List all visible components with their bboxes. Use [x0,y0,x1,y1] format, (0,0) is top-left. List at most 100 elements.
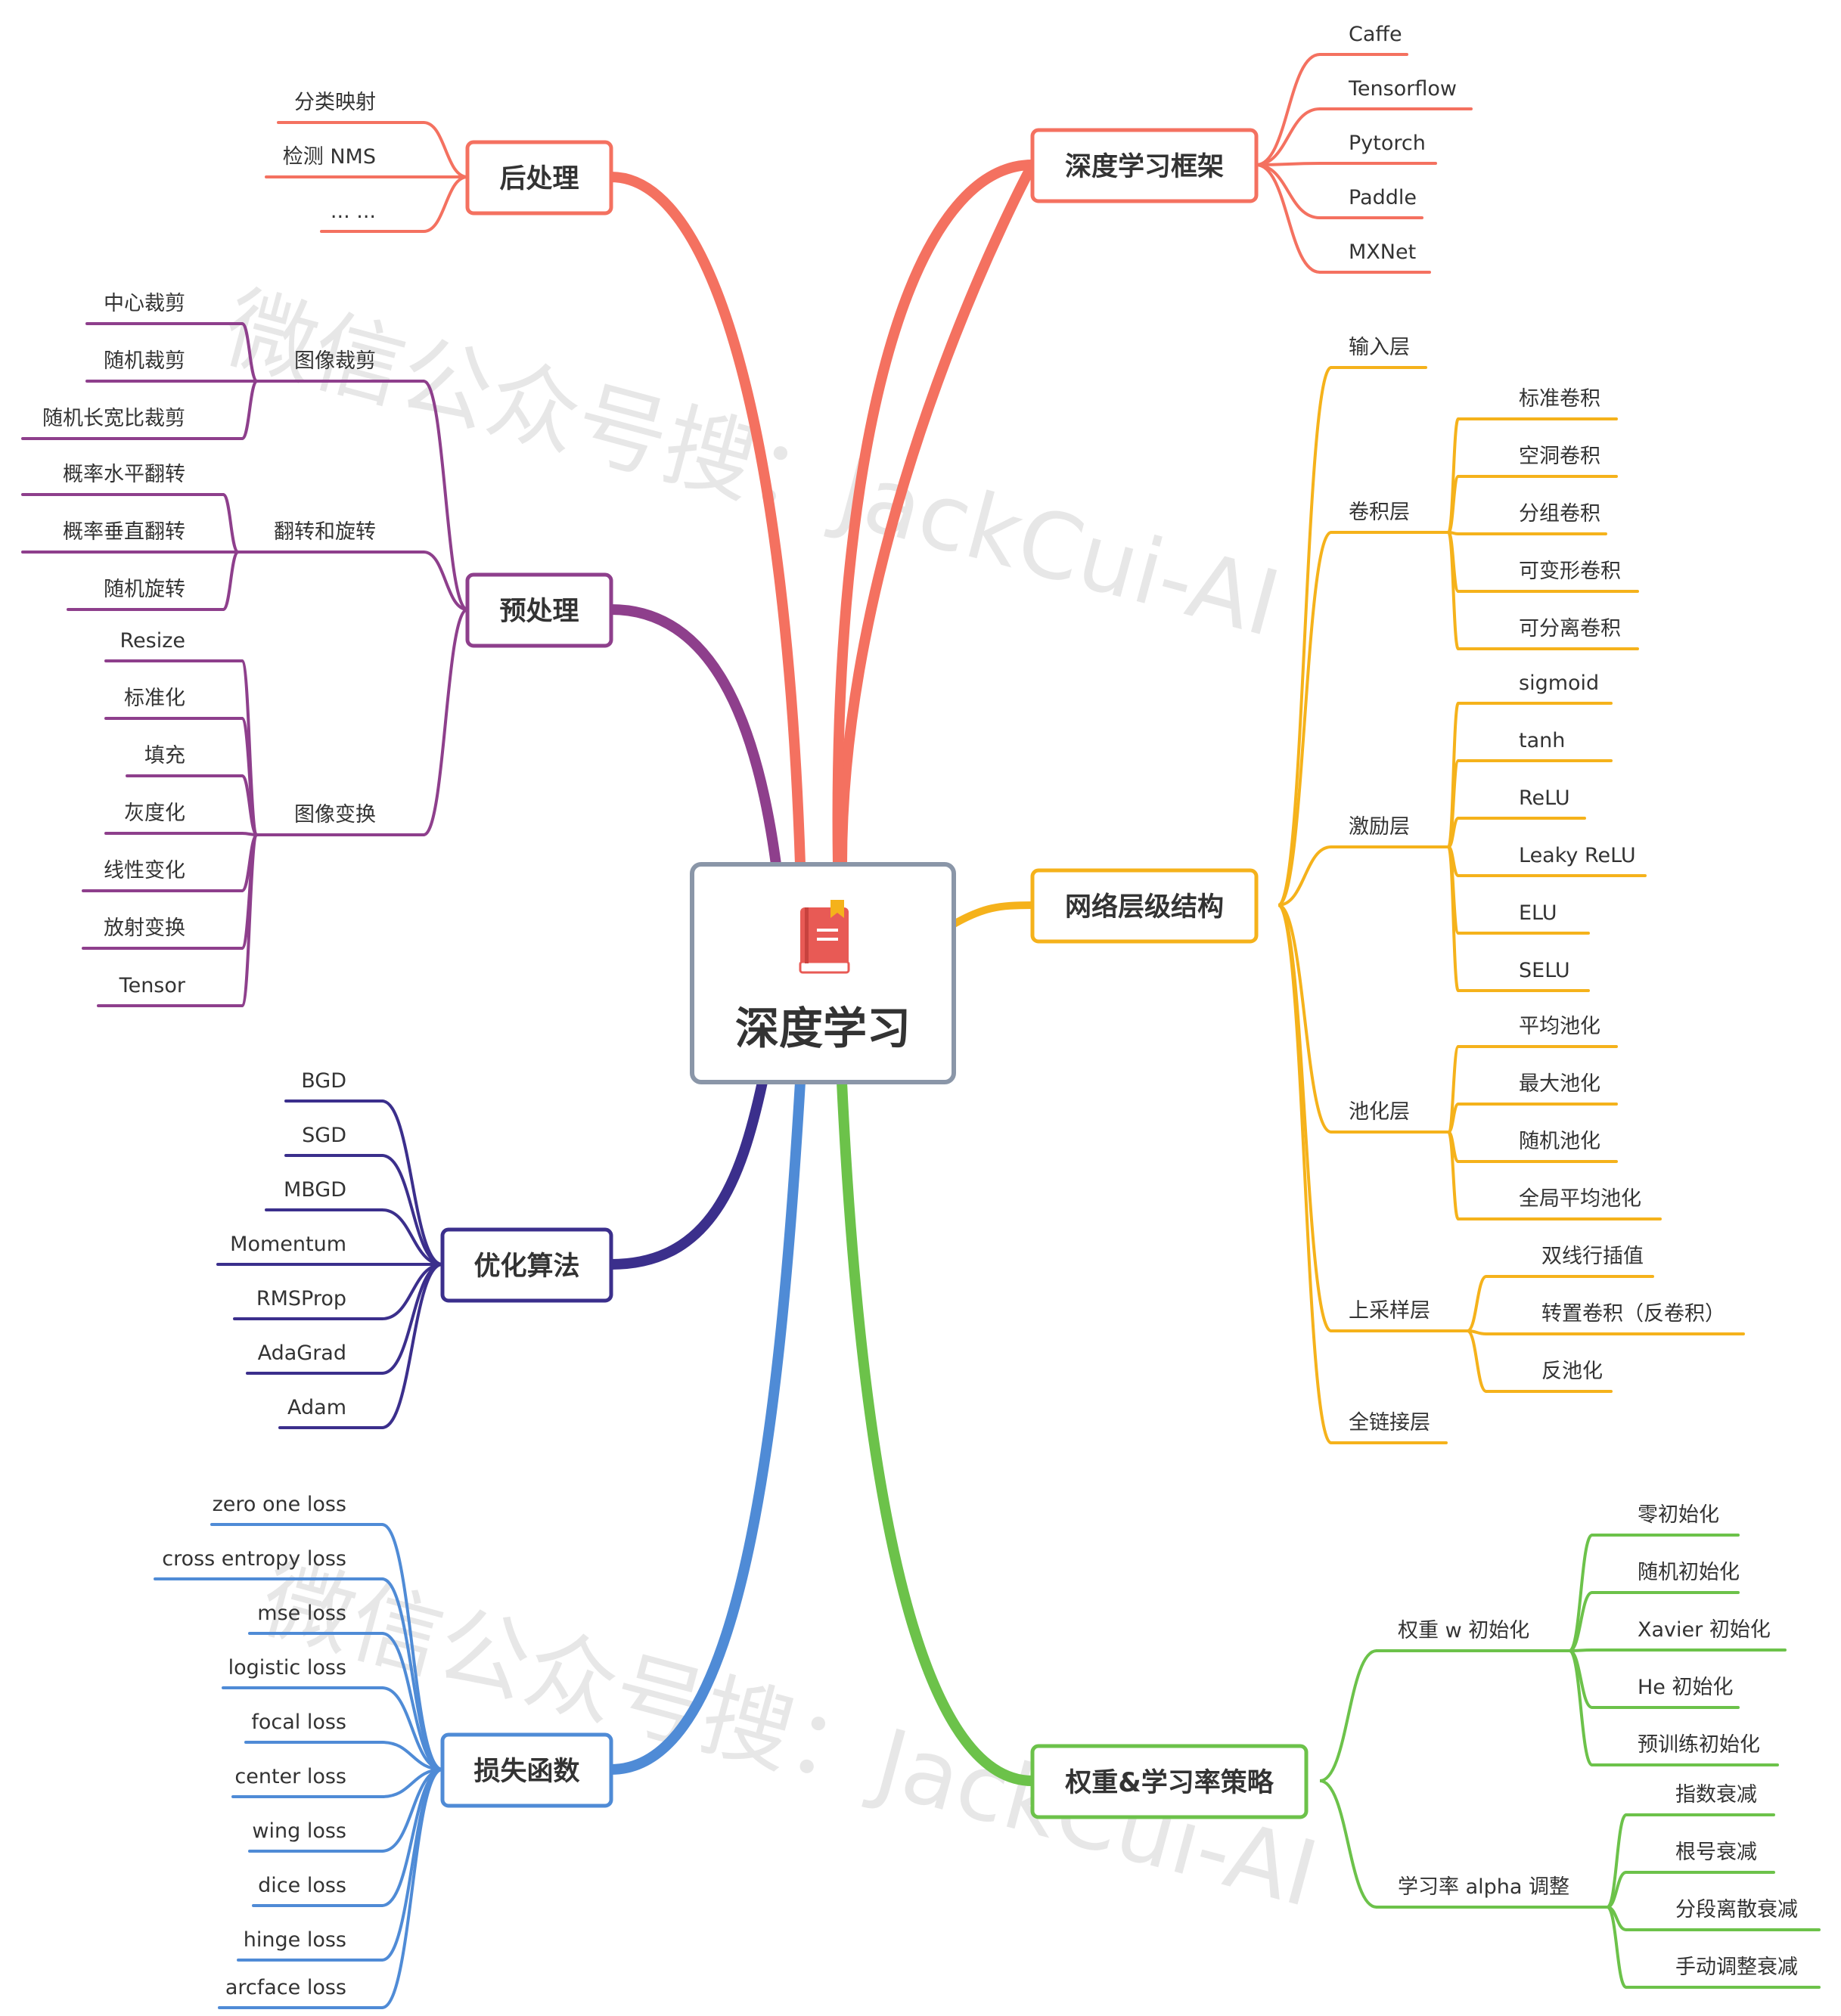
network-group-1-item-4[interactable]: 可分离卷积 [1457,617,1639,650]
preprocess-group-0-item-1[interactable]: 随机裁剪 [85,349,244,383]
network-group-2-item-5-label: SELU [1519,959,1570,982]
optimizer-item-5[interactable]: AdaGrad [246,1341,383,1375]
weights-group-1-item-1[interactable]: 根号衰减 [1625,1841,1775,1874]
weights-group-0-item-4[interactable]: 预训练初始化 [1591,1733,1779,1766]
branch-preprocess[interactable]: 预处理 [465,572,613,648]
weights-group-0-item-0[interactable]: 零初始化 [1591,1503,1740,1537]
loss-item-2[interactable]: mse loss [248,1602,383,1635]
preprocess-group-2-item-1[interactable]: 标准化 [104,687,244,720]
weights-group-0[interactable]: 权重 w 初始化 [1375,1619,1571,1652]
network-group-3-item-2[interactable]: 随机池化 [1457,1130,1618,1163]
network-group-2-item-1[interactable]: tanh [1457,729,1613,762]
optimizer-item-4[interactable]: RMSProp [233,1287,383,1320]
network-group-3-item-0[interactable]: 平均池化 [1457,1015,1618,1048]
network-group-2-item-2[interactable]: ReLU [1457,786,1586,820]
preprocess-group-0-label: 图像裁剪 [294,349,376,373]
preprocess-group-2-item-6[interactable]: Tensor [97,974,244,1007]
preprocess-group-2[interactable]: 图像变换 [256,803,425,836]
network-group-1[interactable]: 卷积层 [1330,501,1450,534]
preprocess-group-2-item-0[interactable]: Resize [104,629,244,662]
network-group-1-item-0[interactable]: 标准卷积 [1457,387,1618,420]
preprocess-group-0-item-0[interactable]: 中心裁剪 [85,292,244,325]
network-group-3-item-1-label: 最大池化 [1519,1072,1600,1096]
preprocess-group-2-label: 图像变换 [294,803,376,827]
preprocess-group-2-item-6-label: Tensor [119,974,186,997]
network-group-2-item-4[interactable]: ELU [1457,901,1590,935]
preprocess-group-2-item-4[interactable]: 线性变化 [82,859,244,892]
branch-postprocess[interactable]: 后处理 [465,140,613,216]
network-group-3-item-3-label: 全局平均池化 [1519,1187,1641,1211]
optimizer-item-2-label: MBGD [284,1178,346,1202]
network-group-2[interactable]: 激励层 [1330,815,1450,848]
weights-group-0-item-4-connector [1568,1649,1594,1766]
branch-network[interactable]: 网络层级结构 [1030,868,1259,944]
loss-item-0[interactable]: zero one loss [210,1493,383,1526]
network-group-2-item-3[interactable]: Leaky ReLU [1457,844,1647,877]
network-group-4-item-0[interactable]: 双线行插值 [1485,1245,1654,1278]
framework-item-1[interactable]: Tensorflow [1318,77,1473,110]
preprocess-group-2-item-3[interactable]: 灰度化 [104,802,244,835]
loss-item-8[interactable]: hinge loss [237,1928,383,1962]
framework-item-3[interactable]: Paddle [1318,186,1423,219]
preprocess-group-1-item-1-label: 概率垂直翻转 [63,520,185,544]
branch-framework[interactable]: 深度学习框架 [1030,128,1259,203]
preprocess-group-0-item-2[interactable]: 随机长宽比裁剪 [21,407,244,440]
branch-weights[interactable]: 权重&学习率策略 [1030,1744,1309,1819]
network-group-1-item-1[interactable]: 空洞卷积 [1457,445,1618,478]
network-group-3-item-1[interactable]: 最大池化 [1457,1072,1618,1106]
weights-group-1-item-2[interactable]: 分段离散衰减 [1625,1898,1821,1931]
preprocess-group-2-item-5[interactable]: 放射变换 [82,917,244,950]
preprocess-group-1-item-2[interactable]: 随机旋转 [67,578,225,611]
loss-item-9-connector [381,1768,443,2009]
postprocess-item-0-label: 分类映射 [294,91,376,114]
loss-item-7[interactable]: dice loss [252,1874,383,1907]
framework-item-4[interactable]: MXNet [1318,240,1431,274]
network-group-4-item-2[interactable]: 反池化 [1485,1360,1613,1393]
preprocess-group-2-item-2[interactable]: 填充 [126,744,244,777]
network-group-1-connector [1278,531,1332,907]
network-group-2-label: 激励层 [1349,815,1410,839]
optimizer-item-1[interactable]: SGD [284,1124,383,1157]
postprocess-item-1[interactable]: 检测 NMS [265,145,425,178]
network-group-4-item-1[interactable]: 转置卷积（反卷积） [1485,1302,1745,1335]
optimizer-item-3[interactable]: Momentum [216,1233,383,1266]
network-group-3[interactable]: 池化层 [1330,1100,1450,1134]
network-group-1-label: 卷积层 [1349,501,1410,524]
postprocess-item-2[interactable]: ... ... [320,200,425,233]
root-node[interactable]: 深度学习 [690,862,956,1084]
branch-optimizer[interactable]: 优化算法 [440,1227,613,1303]
optimizer-item-0[interactable]: BGD [284,1069,383,1103]
weights-group-0-item-2[interactable]: Xavier 初始化 [1591,1618,1787,1652]
network-group-2-item-5[interactable]: SELU [1457,959,1590,992]
branch-loss[interactable]: 损失函数 [440,1732,613,1808]
weights-group-0-item-1[interactable]: 随机初始化 [1591,1561,1740,1594]
network-group-0[interactable]: 输入层 [1330,336,1427,369]
loss-item-5[interactable]: center loss [231,1765,383,1798]
optimizer-item-6[interactable]: Adam [278,1396,383,1429]
network-group-3-item-3[interactable]: 全局平均池化 [1457,1187,1662,1220]
network-group-4[interactable]: 上采样层 [1330,1299,1469,1332]
network-group-5[interactable]: 全链接层 [1330,1411,1448,1444]
weights-group-1-item-0[interactable]: 指数衰减 [1625,1783,1775,1816]
preprocess-group-1-item-0[interactable]: 概率水平翻转 [21,463,225,496]
loss-item-3[interactable]: logistic loss [222,1656,383,1689]
preprocess-group-1[interactable]: 翻转和旋转 [237,520,425,554]
loss-item-4[interactable]: focal loss [244,1710,383,1744]
framework-item-0[interactable]: Caffe [1318,23,1408,56]
framework-item-2[interactable]: Pytorch [1318,132,1437,165]
network-group-2-item-0[interactable]: sigmoid [1457,671,1613,705]
optimizer-item-2[interactable]: MBGD [265,1178,383,1211]
framework-item-4-label: MXNet [1349,240,1416,264]
weights-group-1[interactable]: 学习率 alpha 调整 [1375,1875,1609,1909]
loss-item-6[interactable]: wing loss [248,1819,383,1853]
preprocess-group-1-item-1[interactable]: 概率垂直翻转 [21,520,225,554]
preprocess-group-0[interactable]: 图像裁剪 [256,349,425,383]
postprocess-item-0[interactable]: 分类映射 [277,91,425,124]
weights-group-1-item-3[interactable]: 手动调整衰减 [1625,1956,1821,1989]
network-group-1-item-3[interactable]: 可变形卷积 [1457,560,1639,593]
network-group-0-label: 输入层 [1349,336,1410,359]
network-group-1-item-2[interactable]: 分组卷积 [1457,502,1607,535]
loss-item-1[interactable]: cross entropy loss [154,1547,383,1580]
loss-item-9[interactable]: arcface loss [218,1976,383,2009]
weights-group-0-item-3[interactable]: He 初始化 [1591,1676,1740,1709]
